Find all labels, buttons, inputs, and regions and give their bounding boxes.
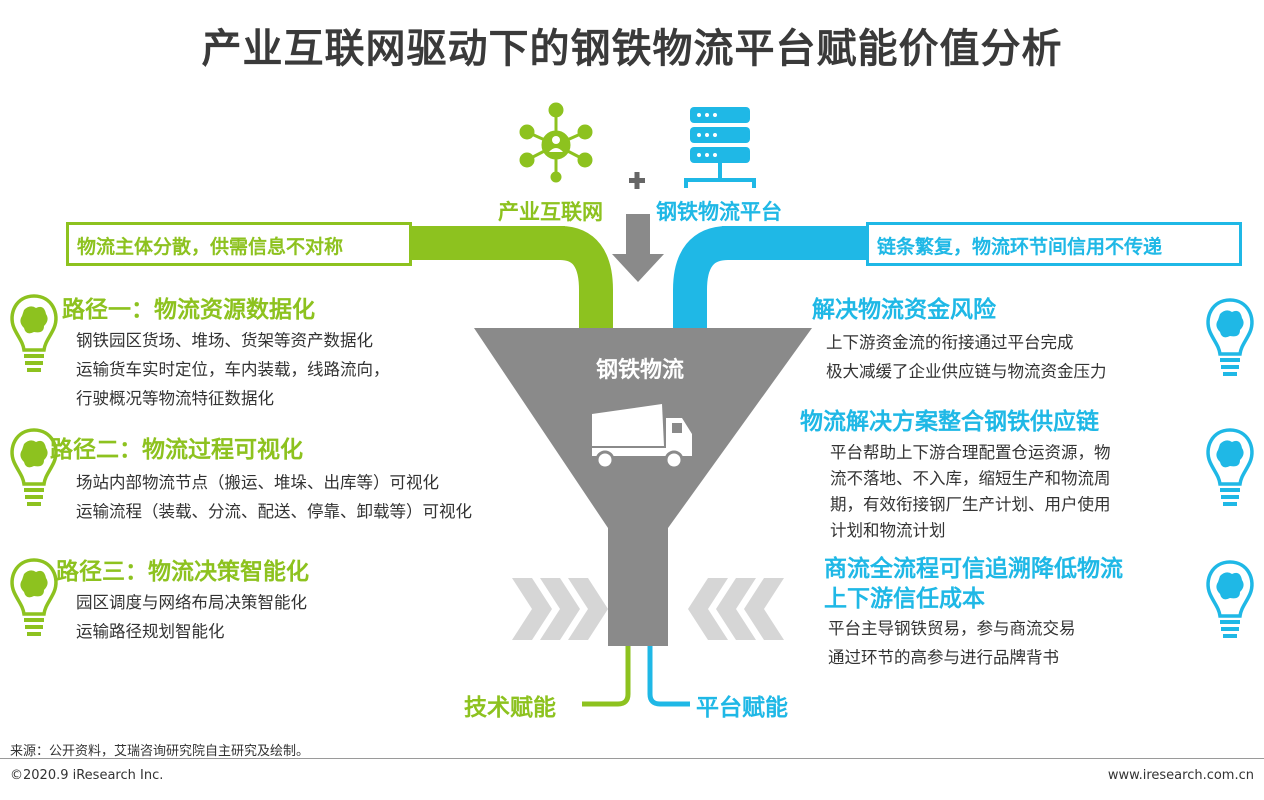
website-url: www.iresearch.com.cn — [1107, 768, 1254, 783]
copyright: ©2020.9 iResearch Inc. — [10, 768, 164, 783]
industrial-internet-label: 产业互联网 — [498, 200, 603, 224]
path-3: 路径三：物流决策智能化 园区调度与网络布局决策智能化 运输路径规划智能化 — [56, 552, 309, 646]
brain-bulb-icon — [10, 428, 58, 506]
chevron-left-icon — [688, 578, 784, 640]
benefit-3-heading: 上下游信任成本 — [824, 586, 985, 612]
right-problem-box: 链条繁复，物流环节间信用不传递 — [866, 222, 1242, 266]
path-2-line: 运输流程（装载、分流、配送、停靠、卸载等）可视化 — [76, 502, 472, 521]
benefit-3-heading: 商流全流程可信追溯降低物流 — [824, 556, 1123, 582]
blue-pipe — [673, 226, 730, 335]
path-2-heading: 路径二：物流过程可视化 — [50, 437, 303, 463]
plus-icon — [629, 172, 645, 189]
benefit-3-line: 平台主导钢铁贸易，参与商流交易 — [828, 619, 1076, 638]
benefit-3-line: 通过环节的高参与进行品牌背书 — [828, 648, 1059, 667]
funnel-neck — [608, 526, 668, 646]
path-3-heading: 路径三：物流决策智能化 — [56, 559, 309, 585]
server-icon — [684, 107, 756, 188]
path-3-line: 运输路径规划智能化 — [76, 622, 225, 641]
green-pipe-bar — [405, 226, 565, 260]
path-2-line: 场站内部物流节点（搬运、堆垛、出库等）可视化 — [76, 473, 439, 492]
tech-empowerment-label: 技术赋能 — [464, 695, 556, 721]
truck-icon — [592, 404, 692, 470]
brain-bulb-icon — [1206, 560, 1254, 638]
platform-flow-line — [647, 646, 690, 707]
network-icon — [519, 102, 593, 183]
blue-pipe-bar — [722, 226, 872, 260]
brain-bulb-icon — [10, 558, 58, 636]
path-2: 路径二：物流过程可视化 场站内部物流节点（搬运、堆垛、出库等）可视化 运输流程（… — [50, 430, 472, 526]
tech-flow-line — [582, 646, 631, 707]
path-1-line: 运输货车实时定位，车内装载，线路流向， — [76, 360, 390, 379]
footer-divider — [0, 758, 1264, 759]
benefit-2-line: 期，有效衔接钢厂生产计划、用户使用 — [830, 495, 1111, 514]
page-title: 产业互联网驱动下的钢铁物流平台赋能价值分析 — [201, 26, 1063, 72]
brain-bulb-icon — [1206, 298, 1254, 376]
benefit-2-heading: 物流解决方案整合钢铁供应链 — [800, 409, 1099, 435]
left-problem-box: 物流主体分散，供需信息不对称 — [66, 222, 412, 266]
benefit-2-line: 计划和物流计划 — [830, 521, 946, 540]
benefit-2: 物流解决方案整合钢铁供应链 平台帮助上下游合理配置仓运资源，物 流不落地、不入库… — [800, 402, 1111, 544]
path-1-heading: 路径一：物流资源数据化 — [62, 297, 315, 323]
benefit-1-line: 上下游资金流的衔接通过平台完成 — [826, 333, 1074, 352]
benefit-1-heading: 解决物流资金风险 — [812, 297, 996, 323]
path-1-line: 钢铁园区货场、堆场、货架等资产数据化 — [76, 331, 373, 350]
steel-logistics-platform-label: 钢铁物流平台 — [656, 200, 782, 224]
benefit-1: 解决物流资金风险 上下游资金流的衔接通过平台完成 极大减缓了企业供应链与物流资金… — [812, 290, 1107, 386]
green-pipe — [558, 226, 613, 335]
benefit-2-line: 流不落地、不入库，缩短生产和物流周 — [830, 469, 1111, 488]
brain-bulb-icon — [10, 294, 58, 372]
platform-empowerment-label: 平台赋能 — [696, 695, 788, 721]
source-note: 来源：公开资料，艾瑞咨询研究院自主研究及绘制。 — [10, 744, 310, 759]
brain-bulb-icon — [1206, 428, 1254, 506]
funnel-label: 钢铁物流 — [595, 358, 684, 383]
path-3-line: 园区调度与网络布局决策智能化 — [76, 593, 307, 612]
benefit-2-line: 平台帮助上下游合理配置仓运资源，物 — [830, 443, 1111, 462]
path-1: 路径一：物流资源数据化 钢铁园区货场、堆场、货架等资产数据化 运输货车实时定位，… — [62, 290, 390, 413]
benefit-3: 商流全流程可信追溯降低物流 上下游信任成本 平台主导钢铁贸易，参与商流交易 通过… — [824, 554, 1123, 672]
benefit-1-line: 极大减缓了企业供应链与物流资金压力 — [826, 362, 1107, 381]
path-1-line: 行驶概况等物流特征数据化 — [76, 389, 274, 408]
chevron-right-icon — [512, 578, 608, 640]
down-arrow-icon — [612, 214, 664, 282]
